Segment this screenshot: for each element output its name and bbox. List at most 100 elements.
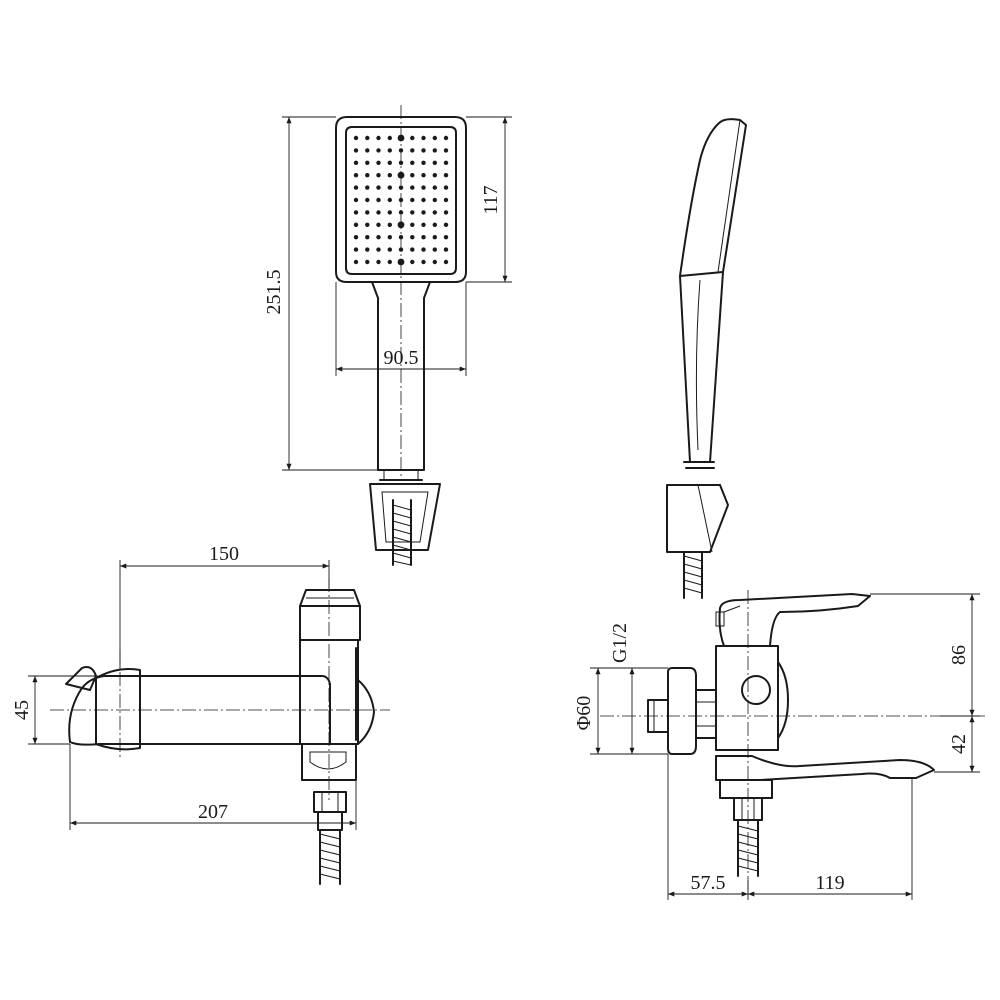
- spray-nozzle: [421, 135, 426, 141]
- spray-nozzle: [365, 197, 370, 203]
- spray-nozzle: [398, 210, 404, 215]
- spray-nozzle: [376, 148, 381, 153]
- spray-nozzle: [443, 235, 449, 240]
- spray-nozzle: [443, 185, 449, 190]
- spray-nozzle: [365, 247, 370, 252]
- spray-nozzle: [432, 259, 437, 265]
- spray-nozzle: [410, 247, 415, 252]
- spray-nozzle: [353, 173, 359, 178]
- spray-nozzle: [376, 210, 381, 215]
- spray-nozzle: [376, 173, 381, 178]
- spray-nozzle: [421, 160, 426, 165]
- spray-nozzle: [443, 222, 449, 227]
- spray-nozzle: [421, 235, 426, 240]
- spray-nozzle: [353, 135, 359, 141]
- spray-nozzle: [432, 247, 437, 252]
- dim-body-length: 207: [198, 801, 228, 823]
- spray-nozzle: [365, 235, 370, 240]
- spray-nozzle: [421, 173, 426, 178]
- spray-nozzle: [443, 210, 449, 215]
- spray-nozzle: [410, 160, 415, 165]
- spray-nozzle: [376, 185, 381, 190]
- spray-nozzle: [432, 197, 437, 203]
- spray-nozzle: [432, 222, 437, 227]
- spray-nozzle: [376, 222, 381, 227]
- spray-nozzle: [353, 197, 359, 203]
- spray-nozzle: [432, 135, 437, 141]
- spray-nozzle: [387, 210, 392, 215]
- spray-nozzle: [387, 197, 392, 203]
- spray-nozzle: [421, 197, 426, 203]
- dim-spout-projection: 119: [815, 872, 844, 894]
- spray-nozzle-grid: [353, 134, 449, 266]
- dim-lever-height: 86: [948, 645, 970, 665]
- dim-wall-offset: 57.5: [691, 872, 726, 894]
- dim-body-height: 45: [11, 700, 33, 720]
- spray-nozzle: [365, 148, 370, 153]
- spray-nozzle: [398, 185, 404, 190]
- spray-nozzle: [376, 247, 381, 252]
- spray-nozzle: [410, 259, 415, 265]
- spray-nozzle: [410, 135, 415, 141]
- spray-nozzle: [376, 197, 381, 203]
- spray-nozzle: [353, 160, 359, 165]
- dim-head-width: 90.5: [384, 347, 419, 369]
- spray-nozzle: [365, 222, 370, 227]
- spray-nozzle: [421, 210, 426, 215]
- hose-front: [392, 499, 412, 566]
- mixer-side-view: G1/2 Φ60 86 42 57.5 119: [573, 590, 985, 900]
- spray-nozzle: [365, 259, 370, 265]
- spray-nozzle: [410, 222, 415, 227]
- spray-nozzle: [353, 148, 359, 153]
- spray-nozzle: [410, 197, 415, 203]
- spray-nozzle: [387, 235, 392, 240]
- spray-nozzle: [353, 259, 359, 265]
- dim-thread: G1/2: [609, 623, 631, 663]
- spray-nozzle: [432, 148, 437, 153]
- spray-nozzle: [376, 259, 381, 265]
- spray-nozzle: [353, 235, 359, 240]
- spray-nozzle: [421, 222, 426, 227]
- dim-spout-drop: 42: [948, 734, 970, 754]
- spray-nozzle: [376, 235, 381, 240]
- spray-nozzle: [410, 235, 415, 240]
- spray-nozzle: [432, 235, 437, 240]
- spray-nozzle: [443, 148, 449, 153]
- spray-nozzle: [387, 135, 392, 141]
- spray-nozzle: [410, 173, 415, 178]
- spray-nozzle: [410, 148, 415, 153]
- spray-nozzle: [365, 185, 370, 190]
- spray-nozzle: [353, 210, 359, 215]
- spray-nozzle: [387, 173, 392, 178]
- spray-nozzle: [421, 148, 426, 153]
- spray-nozzle: [432, 210, 437, 215]
- spray-nozzle: [353, 185, 359, 190]
- dim-flange-diameter: Φ60: [573, 696, 595, 731]
- spray-nozzle: [443, 259, 449, 265]
- mixer-front-view: 150 207 45: [11, 543, 390, 885]
- hand-shower-side-view: [666, 118, 747, 599]
- spray-nozzle: [410, 185, 415, 190]
- spray-nozzle: [365, 173, 370, 178]
- hand-shower-front-view: 251.5 117 90.5: [263, 105, 512, 566]
- spray-nozzle: [353, 247, 359, 252]
- spray-nozzle: [365, 210, 370, 215]
- spray-nozzle: [353, 222, 359, 227]
- spray-nozzle: [443, 197, 449, 203]
- spray-nozzle: [421, 185, 426, 190]
- spray-nozzle: [365, 135, 370, 141]
- dim-head-face-height: 117: [480, 185, 502, 214]
- spray-nozzle: [387, 247, 392, 252]
- spray-nozzle: [365, 160, 370, 165]
- spray-nozzle: [387, 259, 392, 265]
- spray-nozzle: [432, 185, 437, 190]
- spray-nozzle: [443, 247, 449, 252]
- spray-nozzle: [432, 160, 437, 165]
- spray-nozzle: [443, 173, 449, 178]
- spray-nozzle: [443, 135, 449, 141]
- spray-nozzle: [432, 173, 437, 178]
- spray-nozzle: [387, 160, 392, 165]
- spray-nozzle: [387, 148, 392, 153]
- spray-nozzle: [443, 160, 449, 165]
